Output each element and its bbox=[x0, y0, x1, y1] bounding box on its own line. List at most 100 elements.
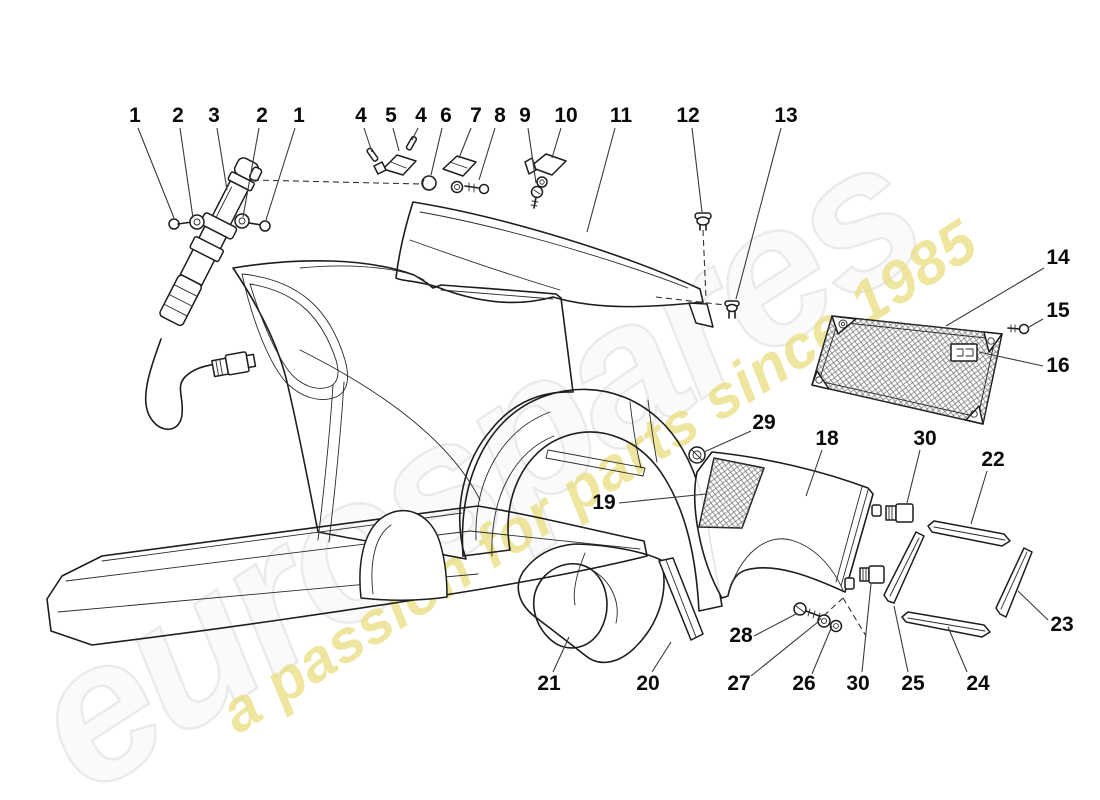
callout-number-21: 21 bbox=[537, 672, 561, 695]
callout-leader-1a bbox=[137, 127, 175, 219]
pin-4a bbox=[366, 147, 379, 162]
clip-30-upper bbox=[885, 503, 914, 523]
screw-9 bbox=[530, 185, 544, 209]
trim-strip-22 bbox=[927, 520, 1011, 547]
callout-leader-11 bbox=[586, 127, 616, 233]
callout-leader-24 bbox=[947, 626, 968, 673]
callout-number-22: 22 bbox=[981, 448, 1004, 471]
callout-leader-23 bbox=[1017, 590, 1049, 621]
washer-26 bbox=[829, 619, 843, 633]
grommet-6 bbox=[421, 175, 437, 191]
callout-number-9: 9 bbox=[519, 104, 531, 127]
callout-leader-27 bbox=[750, 621, 819, 677]
callout-number-28: 28 bbox=[729, 624, 753, 647]
callout-number-11: 11 bbox=[610, 104, 633, 127]
callout-leader-26 bbox=[811, 625, 833, 675]
callout-leader-6 bbox=[430, 127, 443, 176]
callout-leader-19 bbox=[618, 493, 707, 504]
screw-1-right bbox=[248, 220, 271, 232]
quarter-trim-18 bbox=[694, 451, 882, 599]
clip-30-lower bbox=[859, 565, 885, 584]
callout-number-1a: 1 bbox=[129, 104, 141, 127]
callout-number-10: 10 bbox=[554, 104, 577, 127]
callout-leader-20 bbox=[651, 641, 672, 673]
dashed-line-4 bbox=[816, 597, 844, 623]
hardware-row bbox=[366, 135, 567, 209]
watermark: eurospares a passion for parts since 198… bbox=[0, 98, 990, 800]
callout-number-2a: 2 bbox=[172, 104, 184, 127]
sill-hump bbox=[359, 509, 448, 601]
cable-connector bbox=[211, 351, 257, 378]
callout-leader-10 bbox=[551, 127, 562, 159]
washer-2-right bbox=[234, 213, 250, 229]
dashed-line-2 bbox=[702, 229, 707, 299]
trim-strip-24 bbox=[901, 611, 991, 638]
callout-leader-16 bbox=[978, 351, 1044, 367]
mesh-panel-14 bbox=[811, 315, 1003, 425]
callout-leader-14 bbox=[945, 267, 1045, 327]
callout-number-3: 3 bbox=[208, 104, 220, 127]
callout-number-4b: 4 bbox=[415, 104, 427, 127]
pin-4b bbox=[405, 135, 418, 151]
callout-leader-13 bbox=[735, 127, 782, 300]
washer-27 bbox=[817, 614, 831, 628]
callout-number-4a: 4 bbox=[355, 104, 367, 127]
callout-leader-12 bbox=[691, 127, 703, 213]
callout-number-24: 24 bbox=[966, 672, 990, 695]
actuator-cable bbox=[144, 338, 216, 430]
main-quarter-panel bbox=[232, 259, 658, 560]
air-duct-21 bbox=[517, 543, 665, 664]
callout-leader-2a bbox=[179, 127, 194, 219]
bracket-10 bbox=[524, 153, 567, 188]
callout-number-20: 20 bbox=[636, 672, 659, 695]
sail-panel-tab bbox=[688, 302, 714, 328]
seal-strip-20 bbox=[658, 557, 704, 641]
callout-number-30b: 30 bbox=[846, 672, 869, 695]
dashed-line-5 bbox=[842, 597, 867, 637]
callout-leader-22 bbox=[970, 470, 988, 525]
dashed-line-1 bbox=[252, 179, 421, 185]
screw-1-left bbox=[168, 218, 193, 230]
callout-number-12: 12 bbox=[676, 104, 699, 127]
screw-15 bbox=[1007, 323, 1030, 335]
callout-leader-5 bbox=[392, 127, 400, 152]
dashed-line-3 bbox=[655, 296, 726, 306]
trim-peg-lower bbox=[844, 577, 855, 590]
callout-number-14: 14 bbox=[1046, 246, 1070, 269]
callout-number-5: 5 bbox=[385, 104, 397, 127]
trim-peg-upper bbox=[871, 504, 882, 517]
nut-29 bbox=[688, 446, 706, 464]
lock-actuator bbox=[144, 157, 271, 430]
washer-screw-8 bbox=[450, 180, 490, 195]
callout-leader-30b bbox=[861, 583, 872, 673]
sill-panel bbox=[46, 505, 648, 646]
callout-number-15: 15 bbox=[1046, 299, 1070, 322]
screw-13 bbox=[724, 300, 740, 319]
clip-emblem-16 bbox=[950, 343, 978, 362]
callout-number-30a: 30 bbox=[913, 427, 936, 450]
callout-number-8: 8 bbox=[494, 104, 506, 127]
callout-leader-29 bbox=[703, 430, 752, 453]
bracket-7 bbox=[442, 155, 477, 177]
callout-leader-21 bbox=[552, 636, 570, 673]
callout-leader-8 bbox=[478, 127, 496, 181]
callout-leader-28 bbox=[753, 613, 797, 637]
callout-number-26: 26 bbox=[792, 672, 815, 695]
callout-leader-4a bbox=[363, 127, 373, 153]
callout-number-16: 16 bbox=[1046, 354, 1069, 377]
trim-strip-23 bbox=[995, 547, 1033, 618]
callout-number-19: 19 bbox=[592, 491, 615, 514]
screw-12 bbox=[694, 212, 712, 231]
callout-leader-9 bbox=[527, 127, 537, 184]
callout-leader-1b bbox=[265, 127, 296, 221]
callout-number-2b: 2 bbox=[256, 104, 268, 127]
callout-number-13: 13 bbox=[774, 104, 797, 127]
panel-corner-gussets bbox=[811, 315, 1003, 425]
callout-leader-25 bbox=[893, 605, 909, 673]
callout-leader-3 bbox=[216, 127, 228, 191]
callout-number-25: 25 bbox=[901, 672, 925, 695]
callout-leader-4b bbox=[411, 127, 419, 141]
